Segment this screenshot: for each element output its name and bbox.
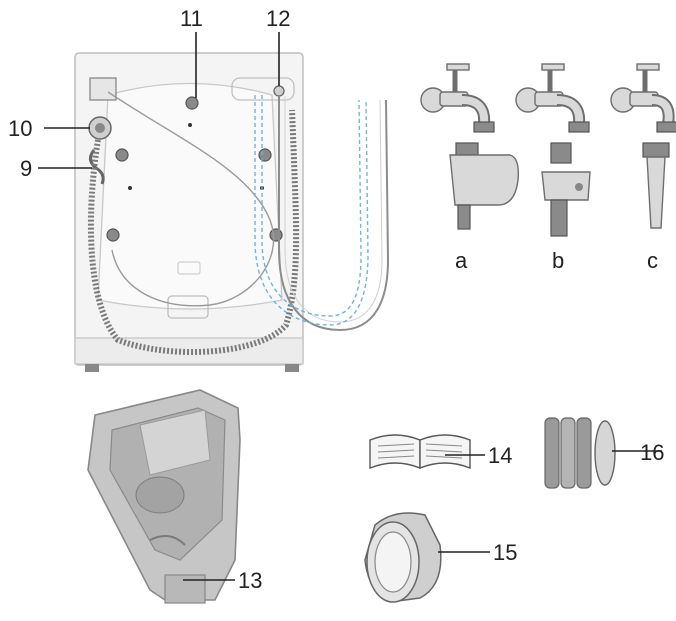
- label-10: 10: [8, 116, 32, 141]
- instruction-manual: [369, 434, 471, 470]
- machine-foot-left: [85, 364, 99, 372]
- adapter-c: [642, 142, 670, 229]
- power-cable: [107, 91, 275, 307]
- panel-slot: [177, 261, 201, 275]
- adapter-b: [541, 142, 591, 237]
- label-b: b: [552, 248, 564, 273]
- tap-b: [515, 63, 590, 133]
- transport-bolt: [115, 148, 129, 162]
- transport-bolt: [185, 96, 199, 110]
- washing-machine-rear: [74, 52, 390, 372]
- electrical-box: [89, 77, 117, 101]
- label-11: 11: [180, 6, 203, 31]
- inlet-hose-inner: [284, 96, 383, 323]
- transport-bolt: [106, 228, 120, 242]
- inlet-hose: [278, 96, 390, 332]
- hole: [128, 186, 132, 190]
- machine-foot-right: [285, 364, 299, 372]
- label-a: a: [455, 248, 468, 273]
- label-16: 16: [640, 440, 664, 465]
- drain-hose: [87, 109, 300, 355]
- label-9: 9: [20, 156, 32, 181]
- drain-outlet-center: [95, 123, 105, 133]
- adapter-a: [449, 142, 520, 230]
- tap-c: [610, 63, 676, 133]
- tap-a: [420, 63, 495, 133]
- handle-cutout: [167, 295, 209, 319]
- hole: [188, 123, 192, 127]
- top-bracket: [231, 77, 295, 101]
- back-panel-outline: [97, 82, 283, 310]
- machine-callouts: 11 12 10 9: [8, 6, 290, 181]
- inlet-hose-alt: [254, 95, 369, 326]
- anti-vibration-pads: [544, 417, 616, 489]
- inlet-hose-alt-inner: [261, 95, 362, 317]
- detergent-drawer: [87, 389, 241, 604]
- label-14: 14: [488, 443, 512, 468]
- label-c: c: [647, 248, 658, 273]
- transport-bolt: [258, 148, 272, 162]
- transport-bolt: [269, 228, 283, 242]
- water-inlet-valve: [273, 85, 285, 97]
- label-15: 15: [493, 540, 517, 565]
- tap-connection-options: a b: [420, 63, 676, 273]
- hose-elbow-cap: [364, 512, 442, 603]
- label-13: 13: [238, 568, 262, 593]
- label-12: 12: [266, 6, 290, 31]
